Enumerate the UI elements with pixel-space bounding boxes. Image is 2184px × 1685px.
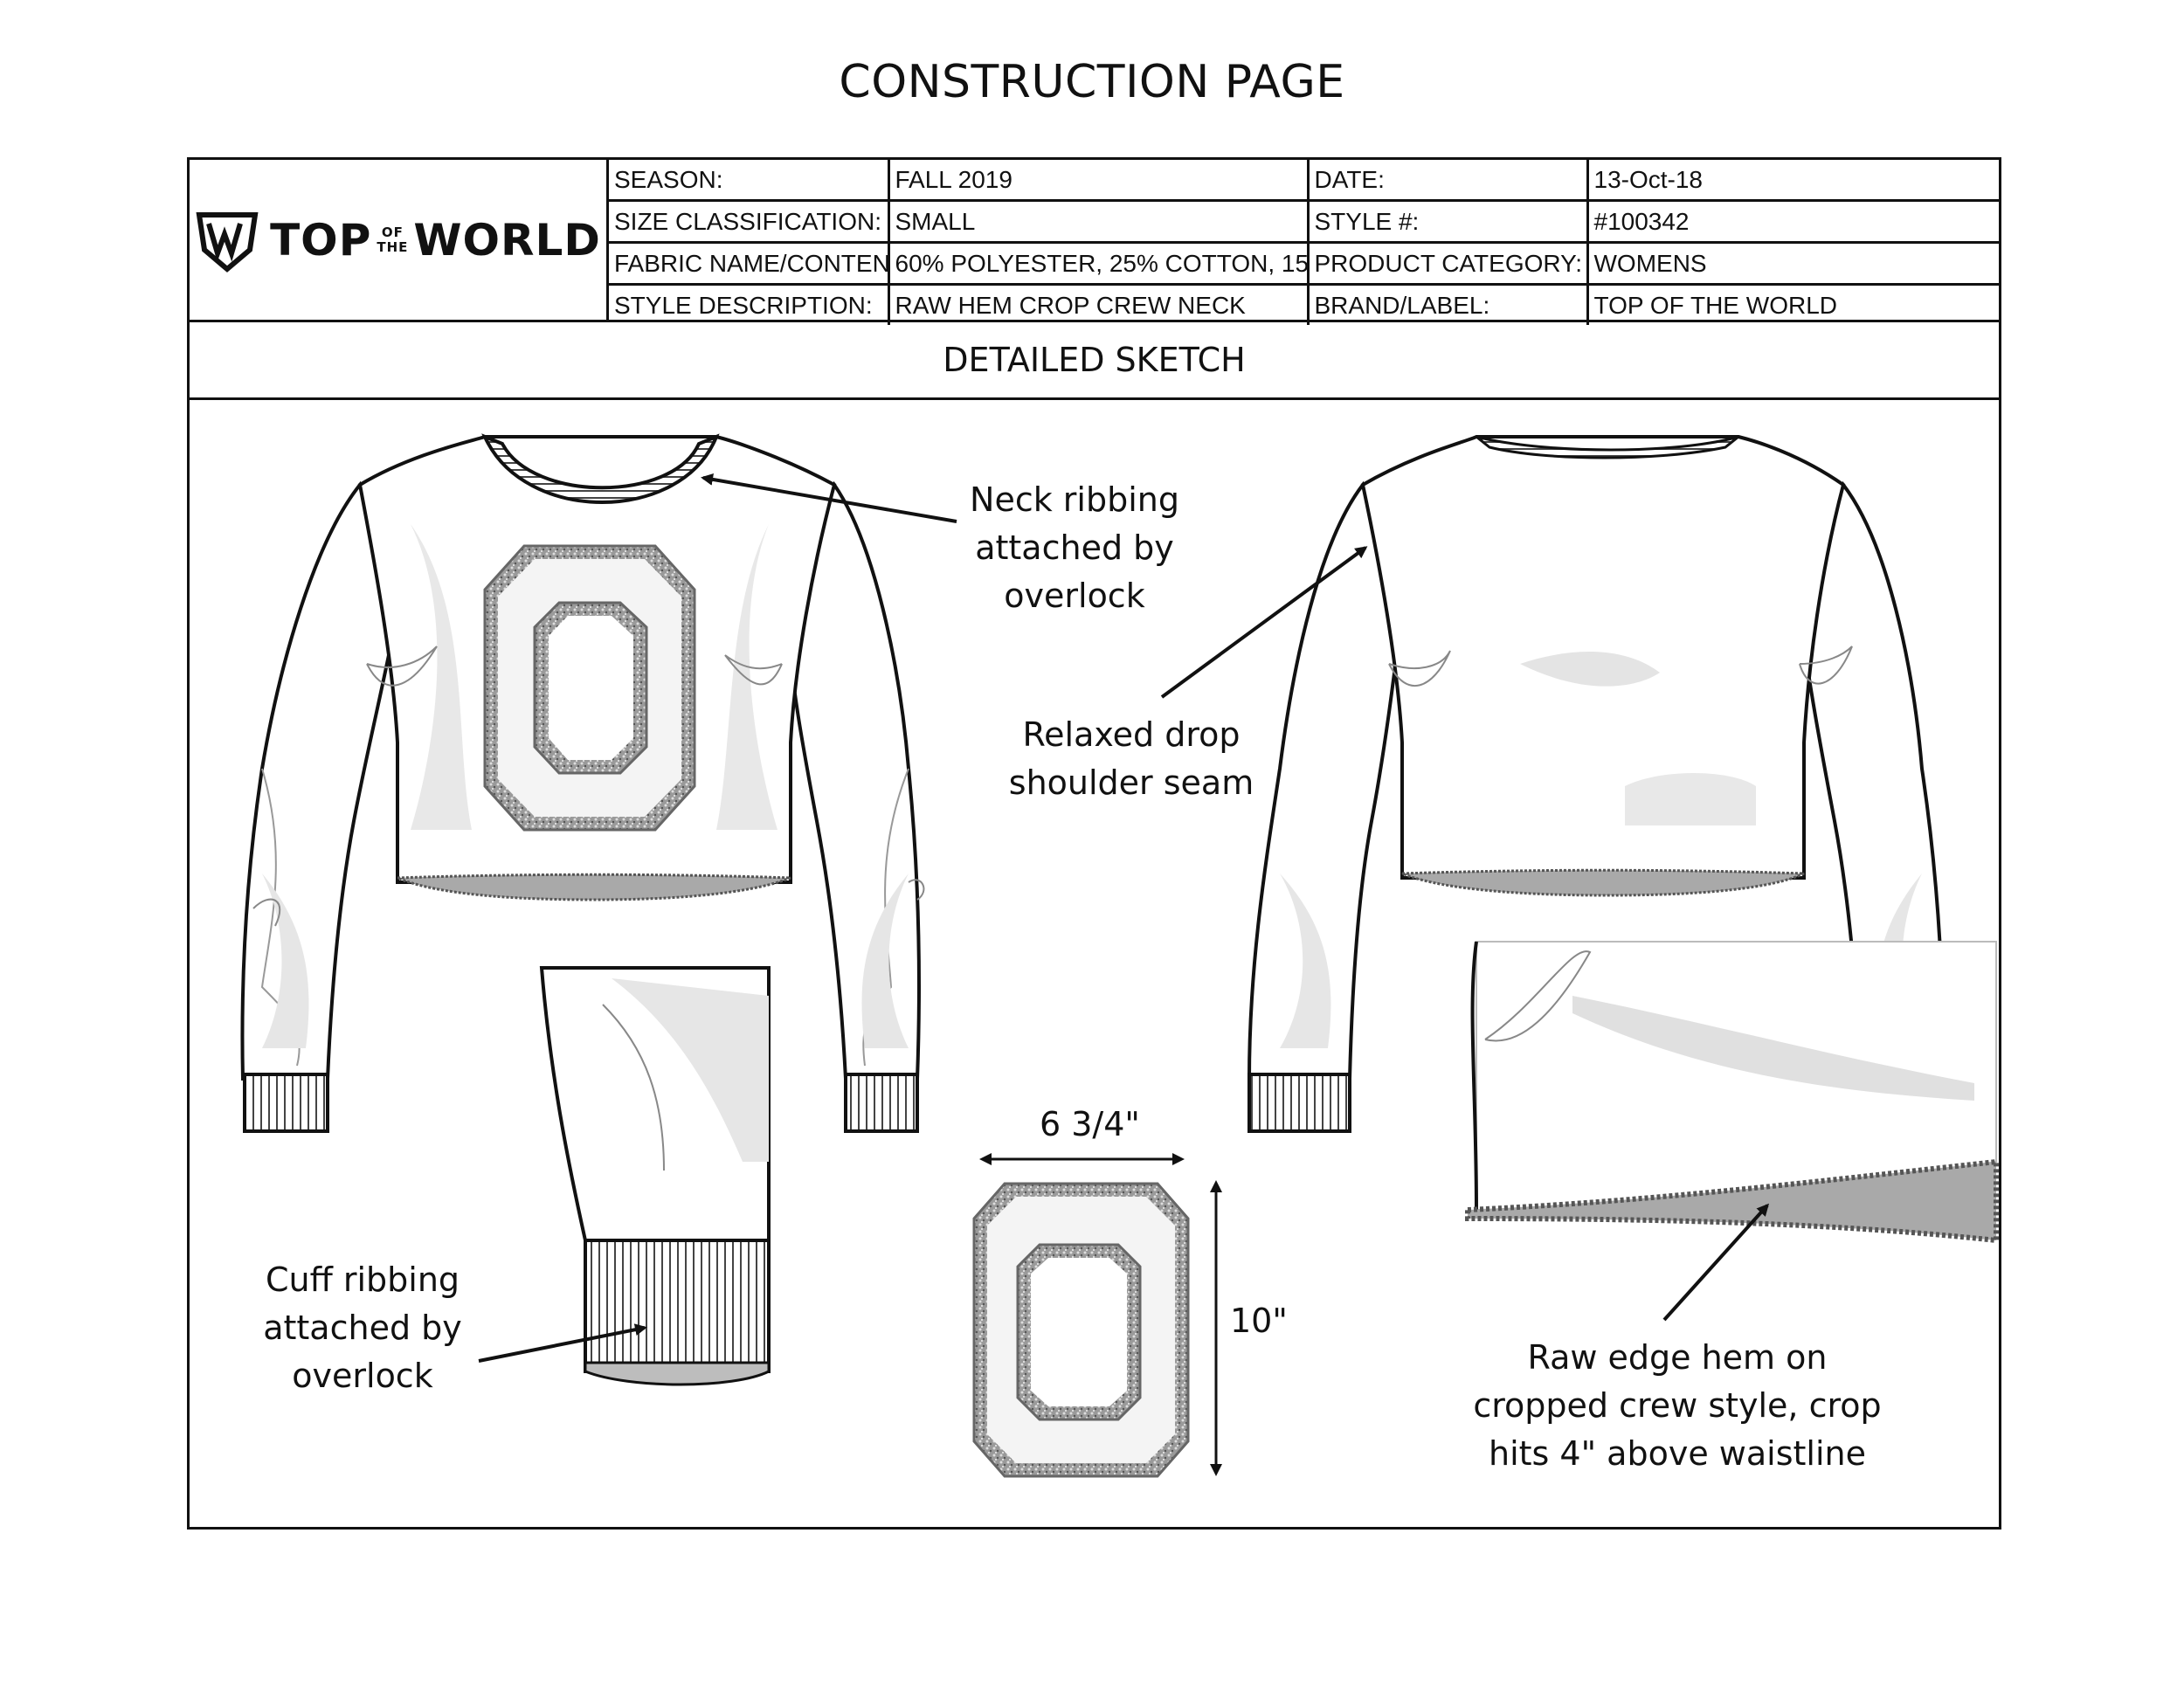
logo-text-the: THE [377, 238, 409, 255]
size-label: SIZE CLASSIFICATION: [609, 199, 890, 244]
logo-text-top: TOP [270, 214, 372, 266]
hem-raw-edge-detail [1465, 1158, 1999, 1244]
callout-line: Relaxed drop [1022, 715, 1241, 754]
front-view-sketch [240, 433, 925, 1133]
cuff-detail-sketch [539, 966, 771, 1386]
neck-callout-arrow [701, 473, 957, 523]
back-view-sketch [1247, 435, 1946, 1133]
brand-shield-icon [196, 211, 259, 273]
cuff-ribbing-detail [584, 1239, 771, 1373]
logo-text-world: WORLD [413, 214, 601, 266]
patch-width-label: 6 3/4" [1040, 1105, 1140, 1143]
shoulder-callout-arrow [1160, 546, 1368, 699]
callout-line: hits 4" above waistline [1489, 1434, 1866, 1473]
style-number-value: #100342 [1586, 199, 1999, 244]
callout-line: Cuff ribbing [265, 1260, 460, 1299]
season-value: FALL 2019 [887, 160, 1310, 202]
date-value: 13-Oct-18 [1586, 160, 1999, 202]
back-raw-hem [1401, 868, 1805, 897]
category-label: PRODUCT CATEGORY: [1306, 241, 1589, 286]
front-left-cuff [243, 1073, 329, 1133]
page-title: CONSTRUCTION PAGE [839, 56, 1345, 108]
front-raw-hem [397, 873, 791, 901]
patch-height-label: 10" [1230, 1302, 1288, 1340]
o-patch-detail [972, 1182, 1190, 1478]
table-row: SEASON: FALL 2019 DATE: 13-Oct-18 [609, 160, 1999, 202]
description-value: RAW HEM CROP CREW NECK [887, 283, 1310, 325]
table-row: SIZE CLASSIFICATION: SMALL STYLE #: #100… [609, 199, 1999, 244]
raw-hem-callout: Raw edge hem on cropped crew style, crop… [1450, 1334, 1904, 1478]
fabric-value: 60% POLYESTER, 25% COTTON, 15% RAYON [887, 241, 1310, 286]
logo-text-of: OF [381, 224, 404, 240]
callout-line: cropped crew style, crop [1473, 1386, 1882, 1425]
callout-line: overlock [292, 1357, 433, 1395]
date-label: DATE: [1306, 160, 1589, 202]
callout-line: attached by [263, 1309, 462, 1347]
style-number-label: STYLE #: [1306, 199, 1589, 244]
construction-sheet: TOP OF THE WORLD SEASON: FALL 2019 DATE:… [187, 157, 2001, 1530]
cuff-callout-arrow [478, 1323, 647, 1363]
callout-line: Raw edge hem on [1527, 1338, 1828, 1377]
cuff-ribbing-callout: Cuff ribbing attached by overlock [227, 1256, 498, 1400]
brand-wordmark: TOP OF THE WORLD [270, 215, 601, 266]
season-label: SEASON: [609, 160, 890, 202]
fabric-label: FABRIC NAME/CONTENT: [609, 241, 890, 286]
front-right-cuff [844, 1073, 919, 1133]
spec-table: SEASON: FALL 2019 DATE: 13-Oct-18 SIZE C… [609, 160, 1999, 325]
description-label: STYLE DESCRIPTION: [609, 283, 890, 325]
size-value: SMALL [887, 199, 1310, 244]
brand-logo: TOP OF THE WORLD [195, 208, 601, 273]
table-row: FABRIC NAME/CONTENT: 60% POLYESTER, 25% … [609, 241, 1999, 286]
neck-ribbing-callout: Neck ribbing attached by overlock [900, 476, 1249, 620]
category-value: WOMENS [1586, 241, 1999, 286]
table-row: STYLE DESCRIPTION: RAW HEM CROP CREW NEC… [609, 283, 1999, 325]
callout-line: shoulder seam [1008, 763, 1254, 802]
brand-label: BRAND/LABEL: [1306, 283, 1589, 325]
logo-cell: TOP OF THE WORLD [190, 160, 609, 320]
front-neck-ribbing [481, 433, 720, 504]
hem-callout-arrow [1662, 1203, 1770, 1322]
back-neck-ribbing [1476, 435, 1739, 459]
callout-line: Neck ribbing [970, 480, 1179, 519]
drop-shoulder-callout: Relaxed drop shoulder seam [987, 711, 1275, 807]
brand-value: TOP OF THE WORLD [1586, 283, 1999, 325]
back-left-cuff [1248, 1073, 1351, 1133]
section-title: DETAILED SKETCH [190, 320, 1999, 400]
logo-text-ofthe: OF THE [377, 224, 409, 255]
callout-line: attached by overlock [975, 528, 1174, 615]
hem-detail-sketch [1465, 941, 1999, 1244]
